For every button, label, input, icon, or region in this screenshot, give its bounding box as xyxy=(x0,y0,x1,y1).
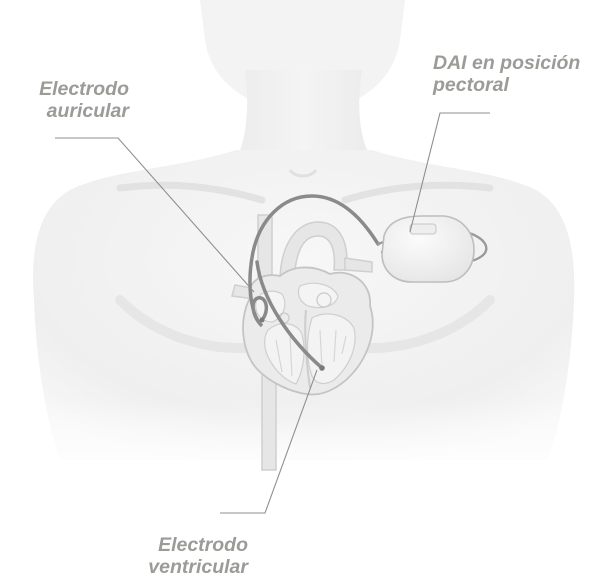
icd-header xyxy=(410,224,436,234)
icd-device xyxy=(382,216,474,282)
atrial-lead-label-line-2: auricular xyxy=(9,100,129,122)
icd-position-label-line-1: DAI en posición xyxy=(433,52,580,74)
atrial-lead-label-line-1: Electrodo xyxy=(9,78,129,100)
atrial-lead-label: Electrodo auricular xyxy=(9,78,129,122)
ventricular-lead-label-line-1: Electrodo xyxy=(128,534,248,556)
icd-position-label-line-2: pectoral xyxy=(433,74,580,96)
bottom-fade xyxy=(0,400,606,480)
inferior-vena-cava xyxy=(262,370,276,470)
ventricular-lead-label: Electrodo ventricular xyxy=(128,534,248,578)
atrial-lead-tip xyxy=(260,318,265,323)
ventricular-lead-tip xyxy=(319,365,325,371)
ventricular-lead-label-line-2: ventricular xyxy=(128,556,248,578)
icd-position-label: DAI en posición pectoral xyxy=(433,52,580,96)
neck-shape xyxy=(236,70,372,160)
